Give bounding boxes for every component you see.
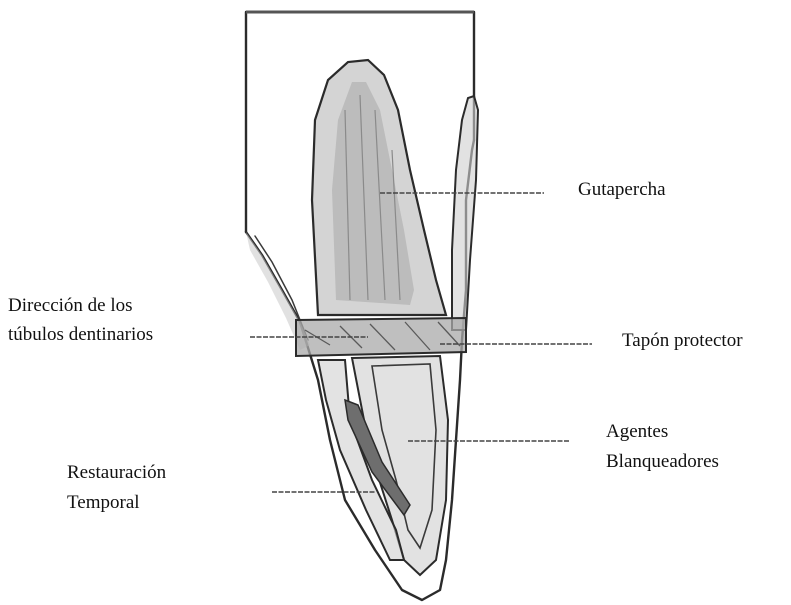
label-direccion-line2: túbulos dentinarios bbox=[8, 323, 153, 347]
label-tapon: Tapón protector bbox=[622, 329, 743, 353]
root-strand-right bbox=[452, 96, 478, 330]
label-gutapercha: Gutapercha bbox=[578, 178, 666, 202]
label-direccion-line1: Dirección de los bbox=[8, 294, 133, 318]
label-agentes-line2: Blanqueadores bbox=[606, 450, 719, 474]
label-restauracion-line2: Temporal bbox=[67, 491, 140, 515]
label-agentes-line1: Agentes bbox=[606, 420, 668, 444]
label-restauracion-line1: Restauración bbox=[67, 461, 166, 485]
